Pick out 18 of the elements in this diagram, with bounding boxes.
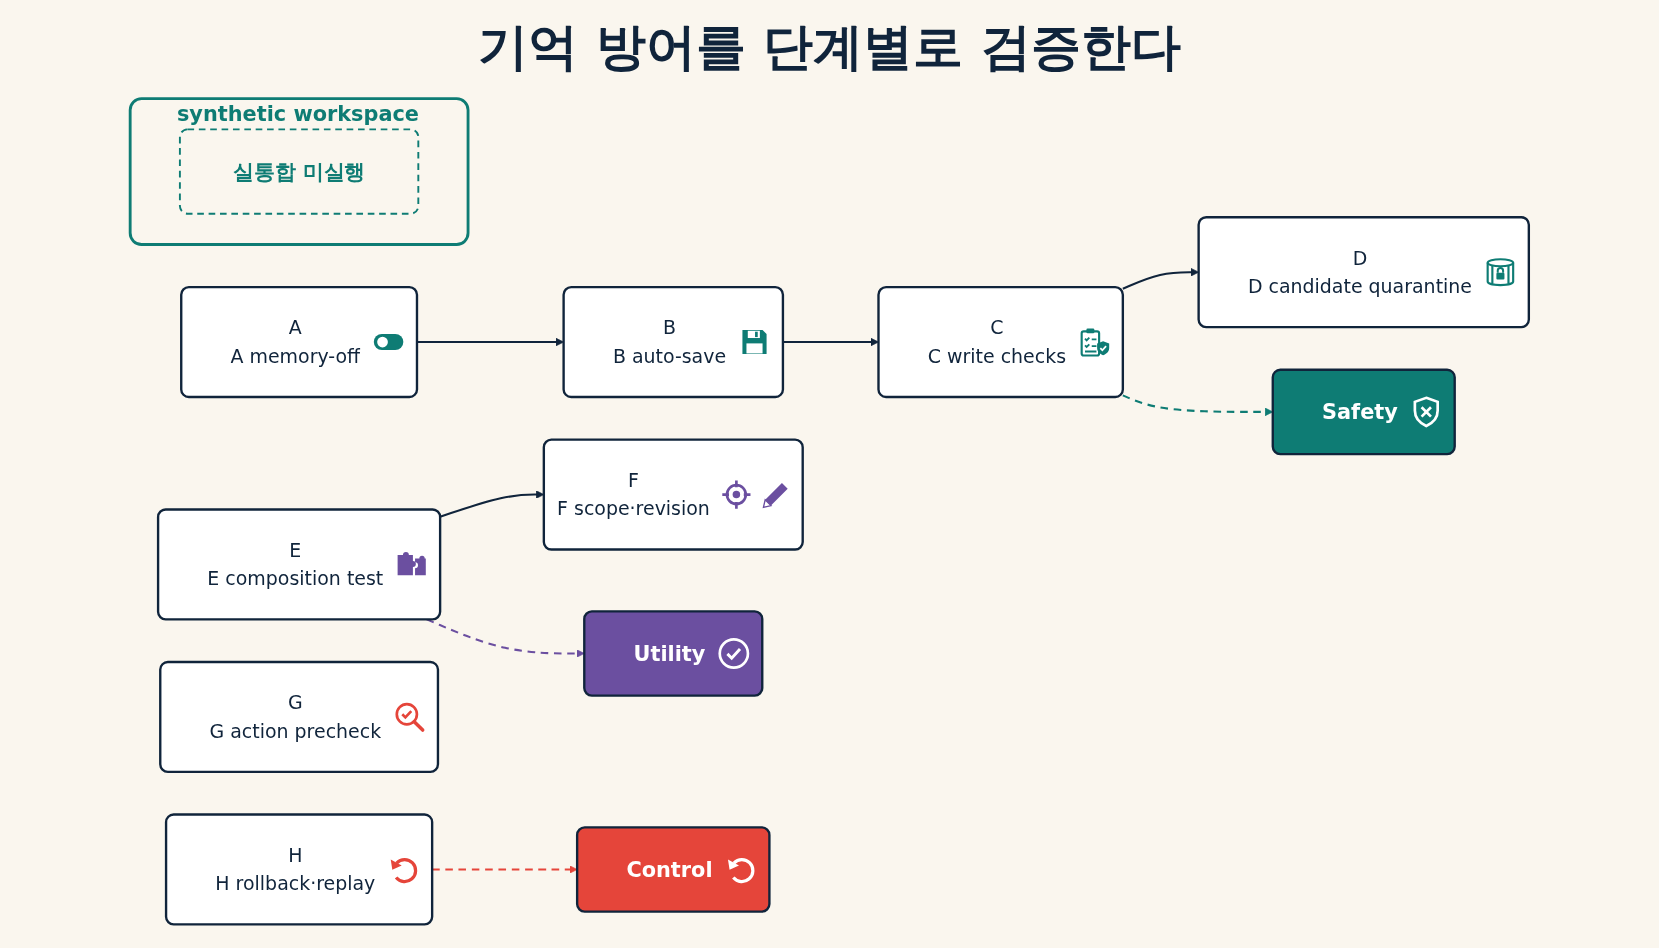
category-title: Utility bbox=[633, 640, 706, 668]
step-label: F F scope·revision bbox=[557, 468, 710, 523]
group-title: synthetic workspace bbox=[176, 101, 419, 129]
title: 기억 방어를 단계별로 검증한다 bbox=[478, 17, 1181, 78]
step-label: A A memory-off bbox=[230, 315, 361, 370]
arrow bbox=[782, 337, 879, 347]
step-label: G G action precheck bbox=[209, 690, 382, 745]
step-label: H H rollback·replay bbox=[215, 842, 376, 898]
step-label: C C write checks bbox=[927, 315, 1066, 370]
note-text: 실통합 미실행 bbox=[232, 158, 366, 186]
step-label: E E composition test bbox=[207, 537, 384, 592]
step-label: B B auto-save bbox=[612, 315, 727, 370]
category-title: Safety bbox=[1322, 399, 1398, 426]
arrow bbox=[1122, 268, 1199, 290]
arrow bbox=[417, 337, 564, 347]
dashed-arrow bbox=[432, 865, 578, 874]
category-title: Control bbox=[626, 856, 713, 884]
step-label: D D candidate quarantine bbox=[1247, 245, 1472, 300]
